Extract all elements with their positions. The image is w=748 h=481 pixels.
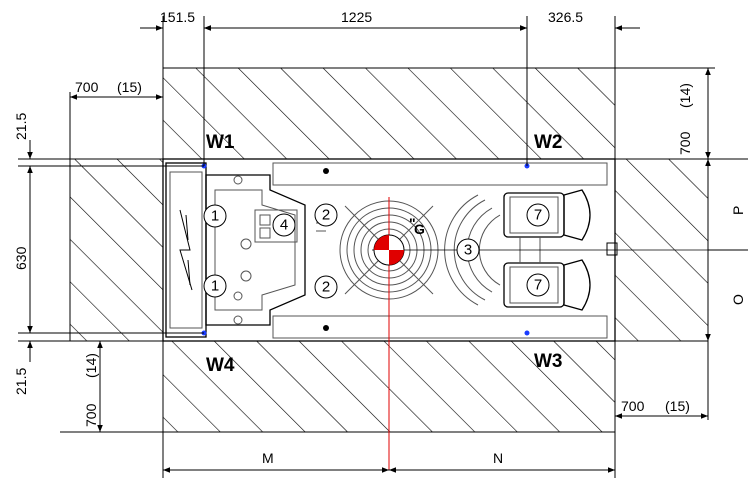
dim-right-upper: P xyxy=(730,206,746,215)
dim-upper-right-clear: 700 xyxy=(677,131,693,155)
dim-left-height: 630 xyxy=(13,246,29,270)
component-label-1a: 1 xyxy=(211,208,219,225)
dim-top-mid: 1225 xyxy=(341,9,372,25)
dim-top-right: 326.5 xyxy=(548,9,583,25)
clearance-zone-top xyxy=(162,67,616,160)
dim-upper-right-clear-ref: (14) xyxy=(677,83,693,108)
component-callouts: 1 1 2 2 3 4 7 7 xyxy=(203,203,550,299)
dim-left-upper-gap: 21.5 xyxy=(13,113,29,140)
top-dimension-chain: 151.5 1225 326.5 xyxy=(140,9,640,166)
component-label-7b: 7 xyxy=(534,277,542,294)
wheel-label-w3: W3 xyxy=(534,351,563,372)
upper-right-clearance-dim: 700 (14) xyxy=(615,67,748,160)
dim-lower-left-clear: 700 xyxy=(83,403,99,427)
lower-left-clearance-dim: 700 (14) xyxy=(60,341,163,433)
component-label-1b: 1 xyxy=(211,278,219,295)
clearance-zone-left xyxy=(69,158,164,342)
component-label-2b: 2 xyxy=(322,279,330,296)
motor-units xyxy=(503,189,618,311)
dim-bottom-right: N xyxy=(493,450,503,466)
dim-lower-right-clear: 700 xyxy=(621,398,645,414)
dim-upper-left-clear: 700 xyxy=(75,79,99,95)
right-dimension-chain: P O xyxy=(705,159,748,341)
dim-right-lower: O xyxy=(730,294,746,305)
center-of-gravity-label: G xyxy=(414,221,425,237)
dim-bottom-left: M xyxy=(262,450,274,466)
upper-left-clearance-dim: 700 (15) xyxy=(69,79,163,159)
component-label-7a: 7 xyxy=(534,207,542,224)
left-dimension-chain: 21.5 630 21.5 xyxy=(13,113,204,395)
component-label-4: 4 xyxy=(280,217,288,234)
dim-upper-left-clear-ref: (15) xyxy=(117,79,142,95)
svg-text:": " xyxy=(409,215,416,231)
lower-right-clearance-dim: 700 (15) xyxy=(615,341,709,420)
center-of-gravity-marker: G " xyxy=(373,215,425,266)
wheel-label-w2: W2 xyxy=(534,132,563,153)
bottom-dimension-chain: M N xyxy=(162,432,616,478)
wheel-label-w1: W1 xyxy=(206,132,235,153)
dim-top-left: 151.5 xyxy=(160,9,195,25)
dim-left-lower-gap: 21.5 xyxy=(13,368,29,395)
wheel-label-w4: W4 xyxy=(206,355,235,376)
component-label-2a: 2 xyxy=(322,207,330,224)
component-label-3: 3 xyxy=(464,242,472,259)
dim-lower-left-clear-ref: (14) xyxy=(83,353,99,378)
dim-lower-right-clear-ref: (15) xyxy=(665,398,690,414)
